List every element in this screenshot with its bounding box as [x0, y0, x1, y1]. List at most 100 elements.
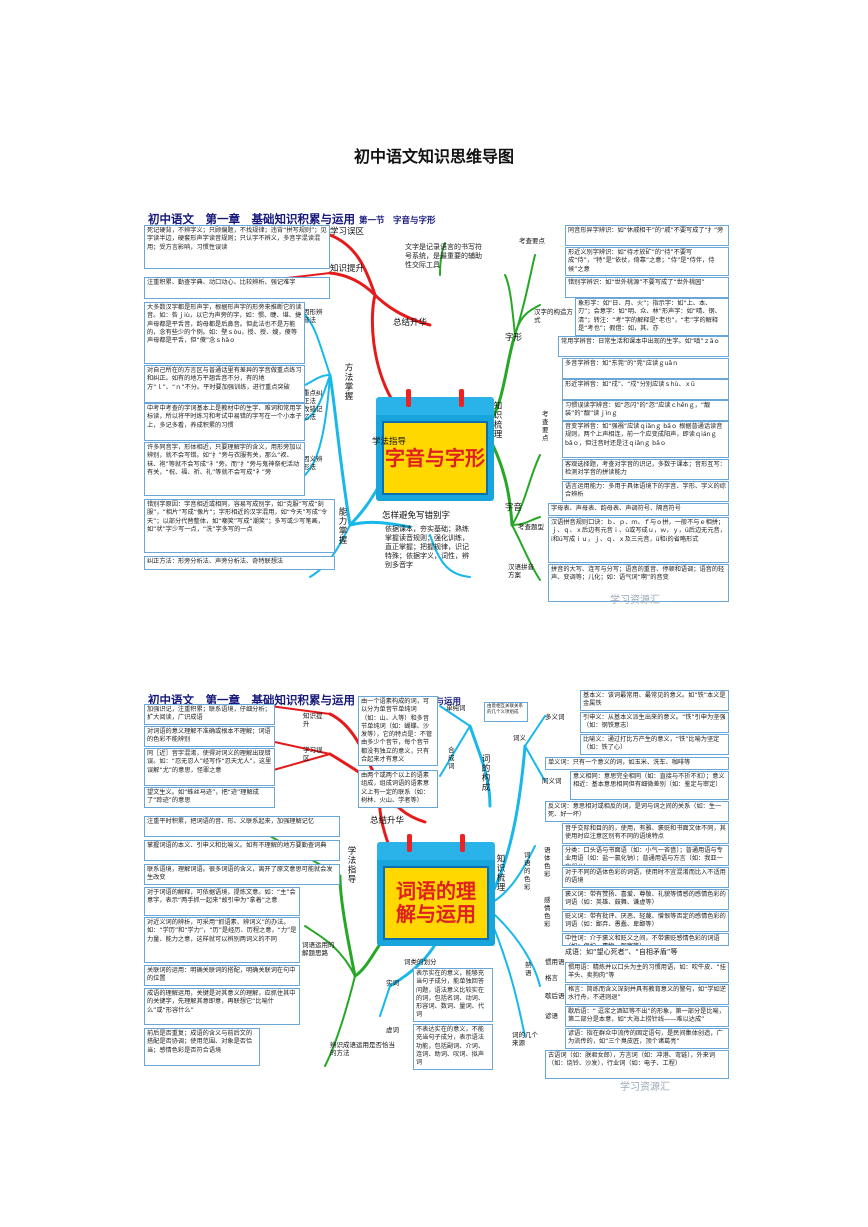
- node-emotion-color: 感情色彩: [544, 896, 551, 928]
- note-misunderstand: 对词语的意义理解不准确或根本不理解；词语的色彩不能辨别: [144, 726, 275, 747]
- note-basic-meaning: 基本义：该词最常用、最常见的意义。如“铁”本义是金属铁: [580, 690, 729, 711]
- node-content-word: 实词: [386, 979, 399, 987]
- node-word-structure: 词的构成: [480, 754, 490, 792]
- center-calendar-icon-2: 词语的理解与运用: [377, 834, 495, 946]
- node-word-class: 词类的划分: [404, 958, 437, 966]
- map1-branches: [269, 233, 541, 581]
- note-study-rules: 依据课本，夯实基础；熟练掌握读音规则；强化训练，直正掌握；把握规律，识记特殊；依…: [385, 525, 469, 569]
- note-metaphor: 比喻义：通过打比方产生的意义，“铁”比喻为坚定（如：铁了心）: [580, 734, 729, 755]
- note-simple-words: 由一个语素构成的词，可以分为单音节单纯词（如：山、人等）和多音节单纯词（如：蝴蝶…: [358, 696, 438, 766]
- note-alphabet: 字母表、声母表、韵母表、声调符号、隔音符号: [548, 503, 729, 516]
- note-accumulate: 加强识记，注重积累；联系语境，仔细分析；扩大阅读，广识成语: [144, 704, 275, 725]
- note-extended: 引申义：从基本义派生出来的意义。“铁”引申为坚强（如：钢铁意志）: [580, 712, 729, 733]
- note-daily-accumulate: 注重平时积累，把词语的音、形、义联系起来，加强理解记忆: [144, 816, 340, 837]
- node-learning-mistakes: 学习误区: [330, 227, 365, 237]
- note-language-use: 语言运用能力：多用于具体语境下的字音、字形、字义的综合辨析: [562, 481, 729, 502]
- node-knowledge-sort: 知识梳理: [492, 401, 502, 439]
- note-pinyin-rules: 汉语拼音规则口诀：ｂ、ｐ、ｍ、ｆ与ｏ拼，一般不与ｅ相拼；ｊ、ｑ、ｘ后边有元音ｉ、…: [548, 517, 729, 563]
- node-proverb: 谚语: [545, 1012, 558, 1020]
- note-similar-form: 形近义别字辨识：如“待才放矿”的“待”不要写成“侍”，“特”是“依仗，倚靠”之意…: [565, 247, 729, 276]
- note-wrong-char: 错别字辨识：如“世外桃源”不要写成了“世外桃园”: [565, 277, 729, 298]
- note-chengyu: 成语：如“望心死者”、“自相矛盾”等: [565, 948, 678, 956]
- node-key-correct: 重点纠正法: [303, 389, 323, 405]
- note-polyphone: 多音字辨音：如“东莞”的“莞”应读ｇuǎｎ: [562, 358, 729, 379]
- note-six-methods: 象形字：如“日、月、火”；指示字：如“上、本、刃”；会意字：如“明、众、林”形声…: [575, 298, 729, 336]
- note-single-meaning: 单义词：只有一个意义的词，如玉米、洗车、咖啡等: [545, 757, 729, 770]
- note-writing-system: 文字是记录语言的书写符号系统，是最重要的辅助性交际工具: [405, 243, 482, 269]
- node-word-meaning: 词义: [513, 734, 526, 742]
- center-topic: 字音与字形: [385, 445, 485, 470]
- note-derogatory: 贬义词：带有批评、厌恶、轻蔑、憎恨等否定的感情色彩的词语（如：鄙弃、愚蠢、卑鄙等…: [562, 911, 729, 932]
- node-style-color: 语体色彩: [544, 846, 551, 878]
- node-form: 字形: [505, 333, 523, 343]
- note-extended-meaning: 掌握词语的本义、引申义和比喻义。如有不理解的地方要勤查词典: [144, 840, 340, 861]
- node-method: 方法掌握: [343, 363, 353, 401]
- node-structure: 汉字的构造方式: [534, 308, 573, 324]
- watermark: 学习资源汇: [610, 595, 660, 606]
- note-key-correct: 对自己所在的方言区与普通话里有差异的字音做重点练习和纠正。如有的地方平翘舌音不分…: [144, 365, 305, 403]
- center-topic-2: 词语的理解与运用: [396, 879, 476, 926]
- mind-map-vocabulary: 初中语文 第一章 基础知识积累与运用第二节 词语的理解与运用 词语的理解与运用 …: [140, 686, 730, 1098]
- note-meaning-shape: 许多同音字，形体相近，只要理解字的含义，用形旁加以辨别，就不会写错。如“扌”旁与…: [144, 442, 305, 496]
- note-style: 音乎交际和目的的，使用，有雅、褒贬和书面文体不同，其使用时应注意区别有不同的语境…: [562, 823, 729, 844]
- note-antonyms: 反义词：意思相对或相反的词，是词与词之间的关系（如：生一死、好一坏）: [545, 801, 729, 822]
- note-near-form: 形近字辨音：如“戌”、“戍”分别应读ｓhù、ｘū: [562, 379, 729, 400]
- node-function-word: 虚词: [386, 1026, 399, 1034]
- note-common-phrases: 惯用语：精炼并以口头为主的习惯用语，如：吹牛皮、“挂羊头、卖狗肉”等: [565, 962, 729, 983]
- note-mistakes: 死记硬背，不辨字义；只顾偏题，不找规律；违背“拼写规则”；见字读半边，硬套形声字…: [144, 225, 330, 269]
- note-idiom-rules: 前后是否重复；成语的含义与前后文的搭配是否协调；使用范围、对象是否恰当；感情色彩…: [144, 1028, 260, 1066]
- note-sources: 古语词（如：朕君女郎），方言词（如：冲港、弯链），外来词（如：烧铃、沙发），行业…: [545, 1050, 729, 1079]
- note-shape-sound: 大多数汉字都是形声字，根据形声字的形旁来推断它的读音。如：咎ｊiù，以它为声旁的…: [144, 302, 305, 364]
- chapter-title-2: 初中语文 第一章 基础知识积累与运用: [148, 693, 355, 707]
- note-synonyms: 意义相同：意思完全相同（如：直接与不折不扣）；意义相近：基本意思相同但有细微差别…: [570, 771, 729, 800]
- note-typo-causes: 错别字原因：字音相近或相同，容易写成别字，如“克服”写成“刻服”，“相片”写成“…: [144, 499, 335, 553]
- node-xiehouyu: 歇后语: [545, 992, 565, 1000]
- note-near-synonyms: 对近义词的辨析，可采用“抓语素、辨词义”的办法。如：“学历”和“学力”，“历”是…: [144, 917, 300, 963]
- note-idiom-understand: 成语的理解运用，关键是对其意义的理解，应抓住其中的关键字，先理解其意即意，再联想…: [144, 988, 300, 1025]
- note-improve: 注重积累、勤查字典、动口动心、比较辨析、强记难字: [144, 277, 330, 299]
- note-literal: 望文生义。如“蛛丝马迹”，把“迹”理解成了“踪迹”的意思: [144, 787, 275, 808]
- watermark-2: 学习资源汇: [620, 1082, 670, 1093]
- note-fix-methods: 纠正方法：形旁分析法、声旁分析法、奇特联想法: [144, 556, 335, 570]
- note-proverbs: 谚语：指在群众中流传的固定语句，是民间集体创造，广为流传的，如“三个臭皮匠，顶个…: [565, 1028, 729, 1049]
- node-mistakes-2: 学习误区: [303, 746, 323, 762]
- map1-header: 初中语文 第一章 基础知识积累与运用第一节 字音与字形: [148, 211, 436, 227]
- note-context: 联系语境，理解词语。很多词语的含义，离开了原文意思可能就会发生改变: [144, 864, 340, 885]
- node-exam-points: 考查要点: [519, 237, 545, 245]
- note-polysemy-def: 由意相互关联关系的几个义项组成: [484, 702, 528, 722]
- node-summary-2: 总结升华: [370, 816, 405, 826]
- node-usage-ideas: 词语运用的解题思路: [302, 941, 335, 957]
- note-objective-q: 客观选择题，考查对字音的识记，多数于课本；音形互写：检测对字音的拼读能力: [562, 459, 729, 480]
- node-compound-word: 合成词: [448, 746, 455, 770]
- node-simple-word: 单纯词: [446, 704, 466, 712]
- node-ability: 能力掌握: [337, 507, 347, 545]
- note-style-caution: 对于不同的语体色彩的词语，使用时不宜混淆而比入不适用的语境: [562, 867, 729, 888]
- note-habit-misread: 习惯误读字辨音：如“忽闪”的“忽”应读ｃhēnｇ，“靓装”的“靓”读ｊìnｇ: [562, 400, 729, 421]
- note-neutral: 中性词：介于褒义和贬义之间，不带褒贬感情色彩的词语（如：保护、事物、观察等）: [562, 933, 729, 946]
- note-pinyin-writing: 拼音的大写、连写与分写；语音的重音、停顿和语调；语音的轻声、变调等；儿化；如：语…: [548, 564, 729, 602]
- node-idiom-check: 辨识成语运用是否恰当的方法: [330, 1041, 395, 1057]
- note-conjunction: 关联词的运用：明确关联词的搭配，明确关联词在句中的位置: [144, 965, 300, 986]
- node-exam-points-2: 考查要点: [542, 410, 549, 442]
- center-calendar-icon: 字音与字形: [376, 389, 494, 501]
- note-content-words: 表示实在的意义，能够充当句子成分，能单独回答问题，语法意义比较实在的词，包括名词…: [413, 968, 493, 1022]
- note-common-chars: 常用字辨音：日常生活和课本中出现的生字。如“嗔”ｚāｏ: [558, 336, 729, 357]
- node-synonym: 同义词: [542, 777, 562, 785]
- mind-map-characters: 初中语文 第一章 基础知识积累与运用第一节 字音与字形 字音与字形 学习误区 知…: [140, 205, 730, 615]
- chapter-title: 初中语文 第一章 基础知识积累与运用: [148, 212, 355, 226]
- node-polysemy: 多义词: [545, 713, 565, 721]
- node-knowledge-up: 知识提升: [303, 712, 323, 728]
- node-meaning-shape: 因义辨形法: [303, 455, 323, 471]
- note-function-words: 不表达实在的意义，不能充当句子成分，表示语法功能，包括副词、介词、连词、助词、叹…: [413, 1024, 493, 1070]
- note-tone-change: 音变字辨音：如“强襁”应读ｑiǎnｇ bǎｏ 根据普通话读音规则，两个上声相连，…: [562, 421, 729, 458]
- node-pinyin: 汉语拼音方案: [508, 563, 534, 579]
- note-same-sound: 同音形异字辨识：如“休戚相干”的“戚”不要写成了“扌”旁: [565, 225, 729, 246]
- note-explanation: 对于词语的解释，可依据语境，提炼文意。如：“主”会意字，表示“两手抓一起来”故引…: [144, 887, 300, 916]
- node-knowledge-sort-2: 知识梳理: [495, 854, 505, 892]
- note-compound-words: 由两个或两个以上的语素组成，组成词语的语素意义上有一定的联系（如：树林、火山、学…: [358, 770, 438, 808]
- node-summary: 总结升华: [393, 318, 428, 328]
- node-sound: 字音: [505, 503, 523, 513]
- section-title: 第一节 字音与字形: [359, 216, 436, 226]
- node-word-sources: 词的几个来源: [512, 1031, 538, 1047]
- node-motto: 格言: [545, 974, 558, 982]
